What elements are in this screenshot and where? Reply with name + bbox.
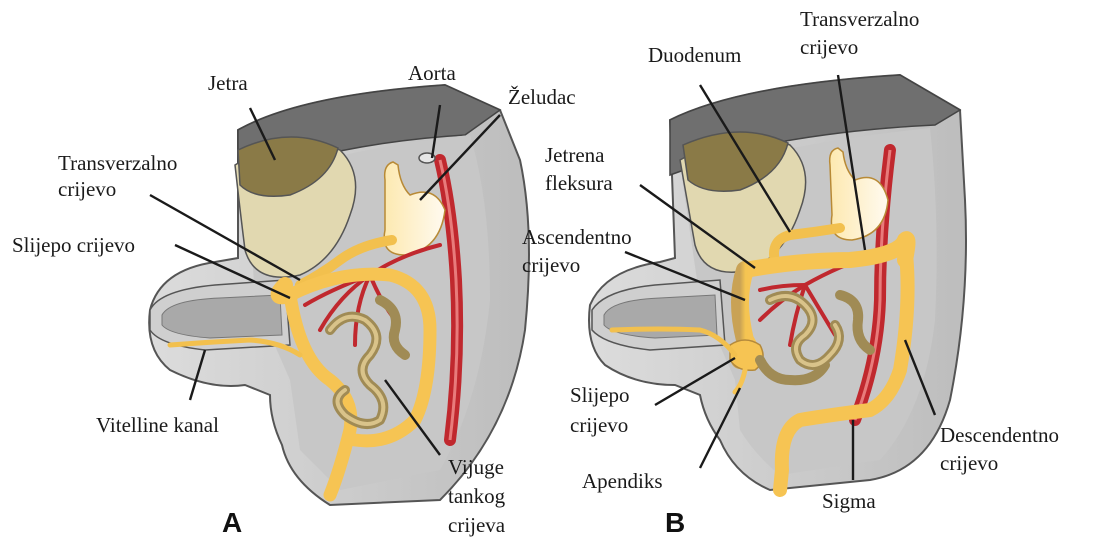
label-descendentno-1: Descendentno <box>940 423 1059 447</box>
label-vijuge-3: crijeva <box>448 513 506 537</box>
label-duodenum: Duodenum <box>648 43 741 67</box>
label-transverzalno-a-2: crijevo <box>58 177 116 201</box>
label-zeludac: Želudac <box>508 85 576 109</box>
label-slijepo-b-2: crijevo <box>570 413 628 437</box>
label-sigma: Sigma <box>822 489 876 513</box>
panel-letter-b: B <box>665 507 685 538</box>
label-transverzalno-a-1: Transverzalno <box>58 151 177 175</box>
label-slijepo-b-1: Slijepo <box>570 383 630 407</box>
label-vitelline: Vitelline kanal <box>96 413 219 437</box>
panel-letter-a: A <box>222 507 242 538</box>
label-jetrena-1: Jetrena <box>545 143 605 167</box>
label-ascendentno-1: Ascendentno <box>522 225 632 249</box>
panel-a <box>149 85 529 505</box>
label-jetrena-2: fleksura <box>545 171 613 195</box>
label-vijuge-2: tankog <box>448 484 506 508</box>
label-jetra: Jetra <box>208 71 248 95</box>
label-descendentno-2: crijevo <box>940 451 998 475</box>
label-vijuge-1: Vijuge <box>448 455 504 479</box>
label-ascendentno-2: crijevo <box>522 253 580 277</box>
label-transverzalno-b-1: Transverzalno <box>800 7 919 31</box>
label-transverzalno-b-2: crijevo <box>800 35 858 59</box>
label-slijepo-a: Slijepo crijevo <box>12 233 135 257</box>
label-apendiks: Apendiks <box>582 469 663 493</box>
label-aorta: Aorta <box>408 61 456 85</box>
panel-b <box>589 75 966 490</box>
